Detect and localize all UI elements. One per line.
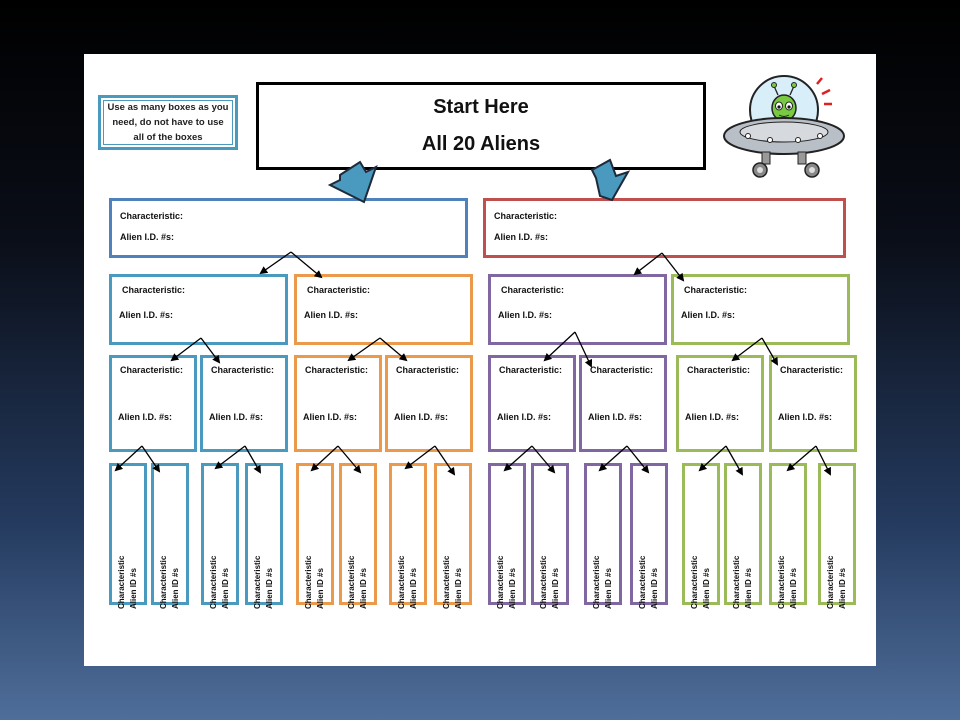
level3-box[interactable]: Characteristic: Alien I.D. #s:	[109, 355, 197, 452]
characteristic-label: Characteristic:	[684, 285, 748, 295]
alien-id-label: Alien I.D. #s:	[304, 310, 359, 320]
level3-box[interactable]: Characteristic: Alien I.D. #s:	[385, 355, 473, 452]
characteristic-label: Characteristic:	[307, 285, 371, 295]
characteristic-label: Characteristic:	[120, 211, 184, 221]
level1-box-left[interactable]: Characteristic: Alien I.D. #s:	[109, 198, 468, 258]
alien-id-label: Alien I.D. #s:	[778, 412, 833, 422]
connector-arrows	[114, 251, 831, 476]
down-arrow-icon	[327, 160, 378, 204]
characteristic-label: Characteristic:	[122, 285, 186, 295]
start-title: Start Here	[433, 96, 529, 118]
level3-box[interactable]: Characteristic: Alien I.D. #s:	[769, 355, 857, 452]
characteristic-label: Characteristic:	[494, 211, 558, 221]
start-box: Start Here All 20 Aliens	[256, 82, 706, 170]
characteristic-label: Characteristic:	[120, 365, 184, 375]
characteristic-label: Characteristic:	[687, 365, 751, 375]
level3-box[interactable]: Characteristic: Alien I.D. #s:	[294, 355, 382, 452]
level3-box[interactable]: Characteristic: Alien I.D. #s:	[579, 355, 667, 452]
instruction-note: Use as many boxes as you need, do not ha…	[98, 95, 238, 150]
characteristic-label: Characteristic:	[501, 285, 565, 295]
alien-id-label: Alien I.D. #s:	[685, 412, 740, 422]
alien-id-label: Alien I.D. #s:	[118, 412, 173, 422]
start-subtitle: All 20 Aliens	[421, 133, 541, 155]
down-arrow-icon	[590, 158, 631, 202]
level3-box[interactable]: Characteristic: Alien I.D. #s:	[488, 355, 576, 452]
level2-box[interactable]: Characteristic: Alien I.D. #s:	[109, 274, 288, 345]
level2-box[interactable]: Characteristic: Alien I.D. #s:	[488, 274, 667, 345]
characteristic-label: Characteristic:	[590, 365, 654, 375]
note-inner-border	[103, 100, 233, 145]
level2-box[interactable]: Characteristic: Alien I.D. #s:	[671, 274, 850, 345]
note-line-1: Use as many boxes as you	[107, 102, 229, 113]
characteristic-label: Characteristic:	[499, 365, 563, 375]
characteristic-label: Characteristic:	[305, 365, 369, 375]
level3-box[interactable]: Characteristic: Alien I.D. #s:	[676, 355, 764, 452]
note-line-3: all of the boxes	[133, 132, 203, 143]
alien-id-label: Alien I.D. #s:	[209, 412, 264, 422]
alien-id-label: Alien I.D. #s:	[681, 310, 736, 320]
alien-id-label: Alien I.D. #s:	[303, 412, 358, 422]
characteristic-label: Characteristic:	[780, 365, 844, 375]
alien-id-label: Alien I.D. #s:	[498, 310, 553, 320]
alien-id-label: Alien I.D. #s:	[497, 412, 552, 422]
alien-ufo-icon	[723, 75, 845, 178]
alien-id-label: Alien I.D. #s:	[394, 412, 449, 422]
note-line-2: need, do not have to use	[112, 117, 224, 128]
alien-id-label: Alien I.D. #s:	[494, 232, 549, 242]
alien-id-label: Alien I.D. #s:	[119, 310, 174, 320]
characteristic-label: Characteristic:	[396, 365, 460, 375]
characteristic-label: Characteristic:	[211, 365, 275, 375]
level2-box[interactable]: Characteristic: Alien I.D. #s:	[294, 274, 473, 345]
alien-id-label: Alien I.D. #s:	[588, 412, 643, 422]
alien-id-label: Alien I.D. #s:	[120, 232, 175, 242]
level3-box[interactable]: Characteristic: Alien I.D. #s:	[200, 355, 288, 452]
